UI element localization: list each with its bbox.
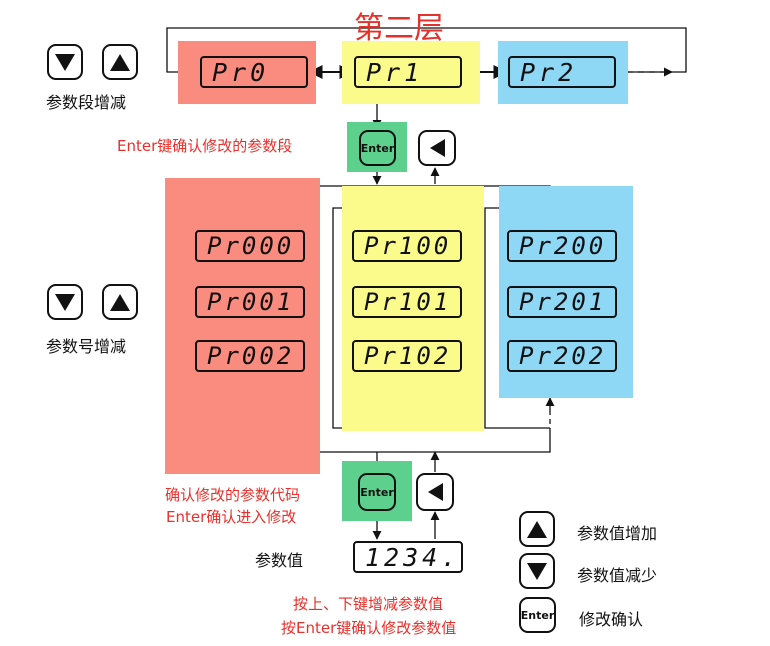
- down-arrow-icon: [55, 293, 75, 311]
- param-display-1-2: Pr102: [352, 340, 462, 372]
- legend-down-button: [519, 553, 555, 589]
- param-display-1-1: Pr101: [352, 286, 462, 318]
- number-up-button[interactable]: [102, 284, 138, 320]
- legend-confirm-label: 修改确认: [579, 610, 644, 629]
- section-0-params-bg: [165, 178, 320, 474]
- enter-confirm-enter-label: Enter确认进入修改: [166, 508, 297, 526]
- section-display-2: Pr2__: [508, 56, 616, 88]
- up-arrow-icon: [110, 53, 130, 71]
- number-inc-dec-label: 参数号增减: [46, 337, 127, 356]
- confirm-code-label: 确认修改的参数代码: [165, 486, 301, 504]
- left-arrow-icon: [427, 483, 443, 501]
- back-button-param[interactable]: [416, 473, 454, 511]
- param-display-0-1: Pr001: [195, 286, 305, 318]
- up-arrow-icon: [527, 520, 547, 538]
- top-loop-line: [166, 27, 687, 77]
- param-display-0-0: Pr000: [195, 230, 305, 262]
- section-2-top-bg: [498, 41, 628, 104]
- legend-up-button: [519, 511, 555, 547]
- param-display-1-0: Pr100: [352, 230, 462, 262]
- legend-enter-button: Enter: [519, 597, 556, 633]
- legend-inc-label: 参数值增加: [577, 524, 658, 543]
- section-display-1: Pr1__: [354, 56, 462, 88]
- section-inc-dec-label: 参数段增减: [46, 93, 127, 112]
- legend-dec-label: 参数值减少: [577, 566, 658, 585]
- number-down-button[interactable]: [47, 284, 83, 320]
- up-arrow-icon: [110, 293, 130, 311]
- down-arrow-icon: [527, 562, 547, 580]
- down-arrow-icon: [55, 53, 75, 71]
- section-up-button[interactable]: [102, 44, 138, 80]
- section-2-params-bg: [499, 186, 633, 398]
- enter-button-section[interactable]: Enter: [359, 130, 396, 166]
- press-up-down-label: 按上、下键增减参数值: [293, 595, 444, 613]
- back-button-section[interactable]: [418, 130, 456, 166]
- layer-title: 第二层: [354, 11, 444, 46]
- left-arrow-icon: [429, 139, 445, 157]
- section-down-button[interactable]: [47, 44, 83, 80]
- param-display-2-0: Pr200: [507, 230, 617, 262]
- enter-confirm-section-label: Enter键确认修改的参数段: [117, 137, 293, 155]
- param-display-2-2: Pr202: [507, 340, 617, 372]
- param-display-2-1: Pr201: [507, 286, 617, 318]
- param-value-label: 参数值: [255, 551, 304, 570]
- section-1-top-bg: [342, 41, 480, 104]
- param-display-0-2: Pr002: [195, 340, 305, 372]
- value-display: 1234.: [353, 541, 463, 573]
- enter-button-param[interactable]: Enter: [358, 473, 396, 511]
- press-enter-confirm-label: 按Enter键确认修改参数值: [281, 619, 457, 637]
- section-display-0: Pr0__: [200, 56, 308, 88]
